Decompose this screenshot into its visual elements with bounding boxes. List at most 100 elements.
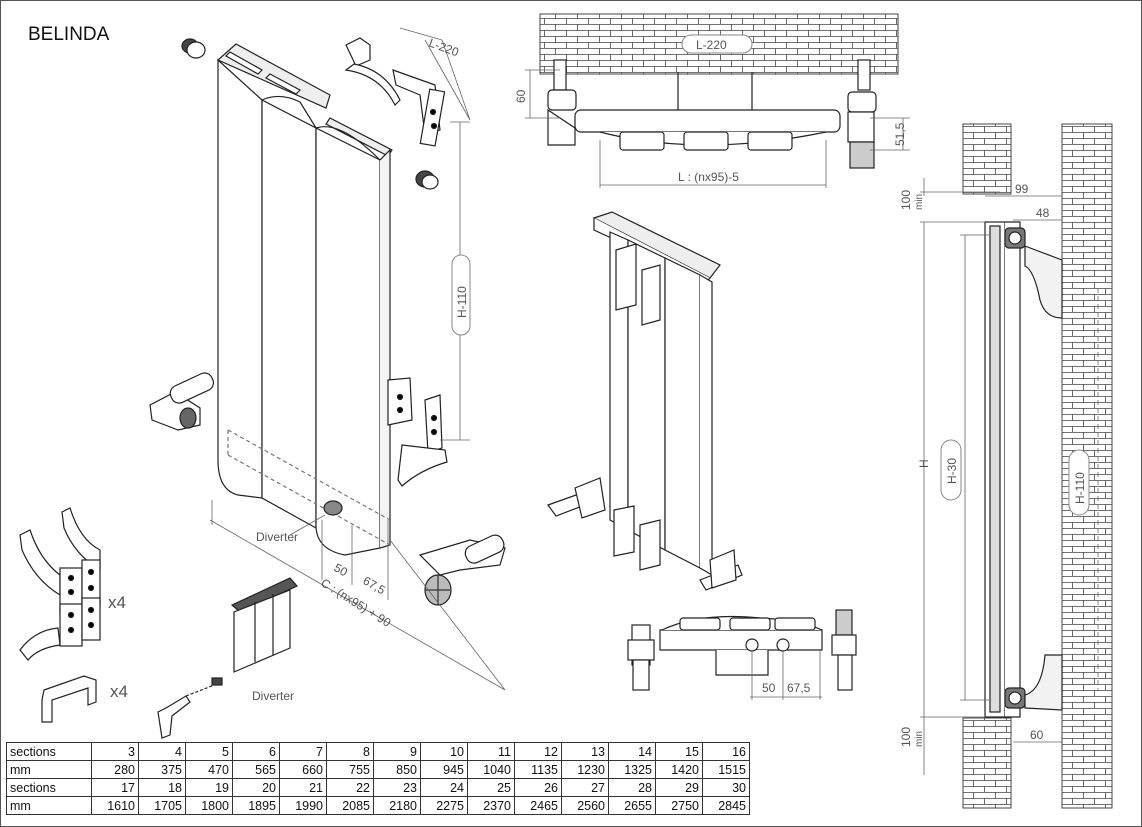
table-cell: 6 [232, 742, 280, 761]
table-cell: 2465 [514, 796, 562, 815]
table-cell: 660 [279, 760, 327, 779]
label-x4-clips: x4 [110, 682, 128, 701]
top-plan-view [525, 13, 910, 188]
table-cell: 7 [279, 742, 327, 761]
rear-isometric-view [547, 211, 743, 591]
table-cell: 2750 [655, 796, 703, 815]
table-cell: 9 [373, 742, 421, 761]
table-cell: 2180 [373, 796, 421, 815]
label-h110: H-110 [455, 286, 469, 318]
bracket-set-large [19, 507, 101, 661]
table-cell: 15 [655, 742, 703, 761]
table-cell: 470 [185, 760, 233, 779]
table-cell: 28 [608, 778, 656, 797]
table-cell: 1800 [185, 796, 233, 815]
table-cell: 850 [373, 760, 421, 779]
label-99: 99 [1015, 182, 1029, 196]
table-cell: 27 [561, 778, 609, 797]
table-cell: 1230 [561, 760, 609, 779]
valve-thermostatic [418, 534, 506, 606]
table-cell: 10 [420, 742, 468, 761]
label-67-front: 67,5 [787, 681, 811, 695]
label-67: 67,5 [361, 573, 389, 597]
table-cell: 1705 [138, 796, 186, 815]
label-100-top: 100 [899, 190, 913, 210]
row-label: sections [6, 778, 92, 797]
label-diverter-small: Diverter [252, 689, 294, 703]
table-cell: 2655 [608, 796, 656, 815]
table-cell: 1420 [655, 760, 703, 779]
table-cell: 21 [279, 778, 327, 797]
label-50: 50 [332, 560, 351, 579]
table-cell: 11 [467, 742, 515, 761]
main-radiator-isometric [216, 43, 393, 556]
table-cell: 1040 [467, 760, 515, 779]
wall-bracket-bottom [387, 377, 448, 487]
table-cell: 1325 [608, 760, 656, 779]
label-H: H [917, 459, 931, 468]
table-cell: 1990 [279, 796, 327, 815]
table-cell: 1135 [514, 760, 562, 779]
row-label: mm [6, 796, 92, 815]
label-51: 51,5 [893, 122, 907, 146]
label-50-front: 50 [762, 681, 776, 695]
table-cell: 945 [420, 760, 468, 779]
label-min-top: min [914, 194, 925, 210]
plug-right [415, 170, 439, 190]
plug-top-left [181, 38, 206, 59]
dimension-lines-main [209, 27, 506, 691]
table-cell: 375 [138, 760, 186, 779]
table-cell: 16 [702, 742, 750, 761]
dim-pill-h110 [451, 254, 471, 336]
label-60-bottom: 60 [1030, 728, 1044, 742]
table-cell: 19 [185, 778, 233, 797]
table-cell: 20 [232, 778, 280, 797]
table-cell: 2275 [420, 796, 468, 815]
label-diverter: Diverter [256, 530, 298, 544]
small-radiator-diverter [157, 577, 298, 739]
label-l220-top: L-220 [696, 38, 727, 52]
label-l-formula: L : (nx95)-5 [678, 170, 739, 184]
wall-bracket-top [344, 37, 446, 147]
label-60: 60 [514, 89, 528, 103]
table-cell: 2845 [702, 796, 750, 815]
table-cell: 12 [514, 742, 562, 761]
table-cell: 14 [608, 742, 656, 761]
table-cell: 23 [373, 778, 421, 797]
table-cell: 565 [232, 760, 280, 779]
table-cell: 18 [138, 778, 186, 797]
label-l220: L-220 [427, 36, 461, 60]
table-cell: 17 [91, 778, 139, 797]
table-cell: 280 [91, 760, 139, 779]
table-cell: 24 [420, 778, 468, 797]
table-cell: 2370 [467, 796, 515, 815]
table-cell: 22 [326, 778, 374, 797]
label-min-bottom: min [914, 731, 925, 747]
table-cell: 1515 [702, 760, 750, 779]
table-cell: 8 [326, 742, 374, 761]
table-cell: 2560 [561, 796, 609, 815]
label-x4-brackets: x4 [108, 593, 126, 612]
label-100-bottom: 100 [899, 727, 913, 747]
row-label: mm [6, 760, 92, 779]
table-cell: 30 [702, 778, 750, 797]
label-h30: H-30 [945, 458, 959, 484]
product-title: BELINDA [28, 24, 110, 45]
table-cell: 2085 [326, 796, 374, 815]
table-cell: 1610 [91, 796, 139, 815]
front-elevation-view [627, 609, 857, 700]
label-48: 48 [1036, 206, 1050, 220]
table-cell: 755 [326, 760, 374, 779]
table-cell: 3 [91, 742, 139, 761]
table-cell: 26 [514, 778, 562, 797]
table-cell: 5 [185, 742, 233, 761]
side-section-view [920, 123, 1113, 809]
table-cell: 4 [138, 742, 186, 761]
